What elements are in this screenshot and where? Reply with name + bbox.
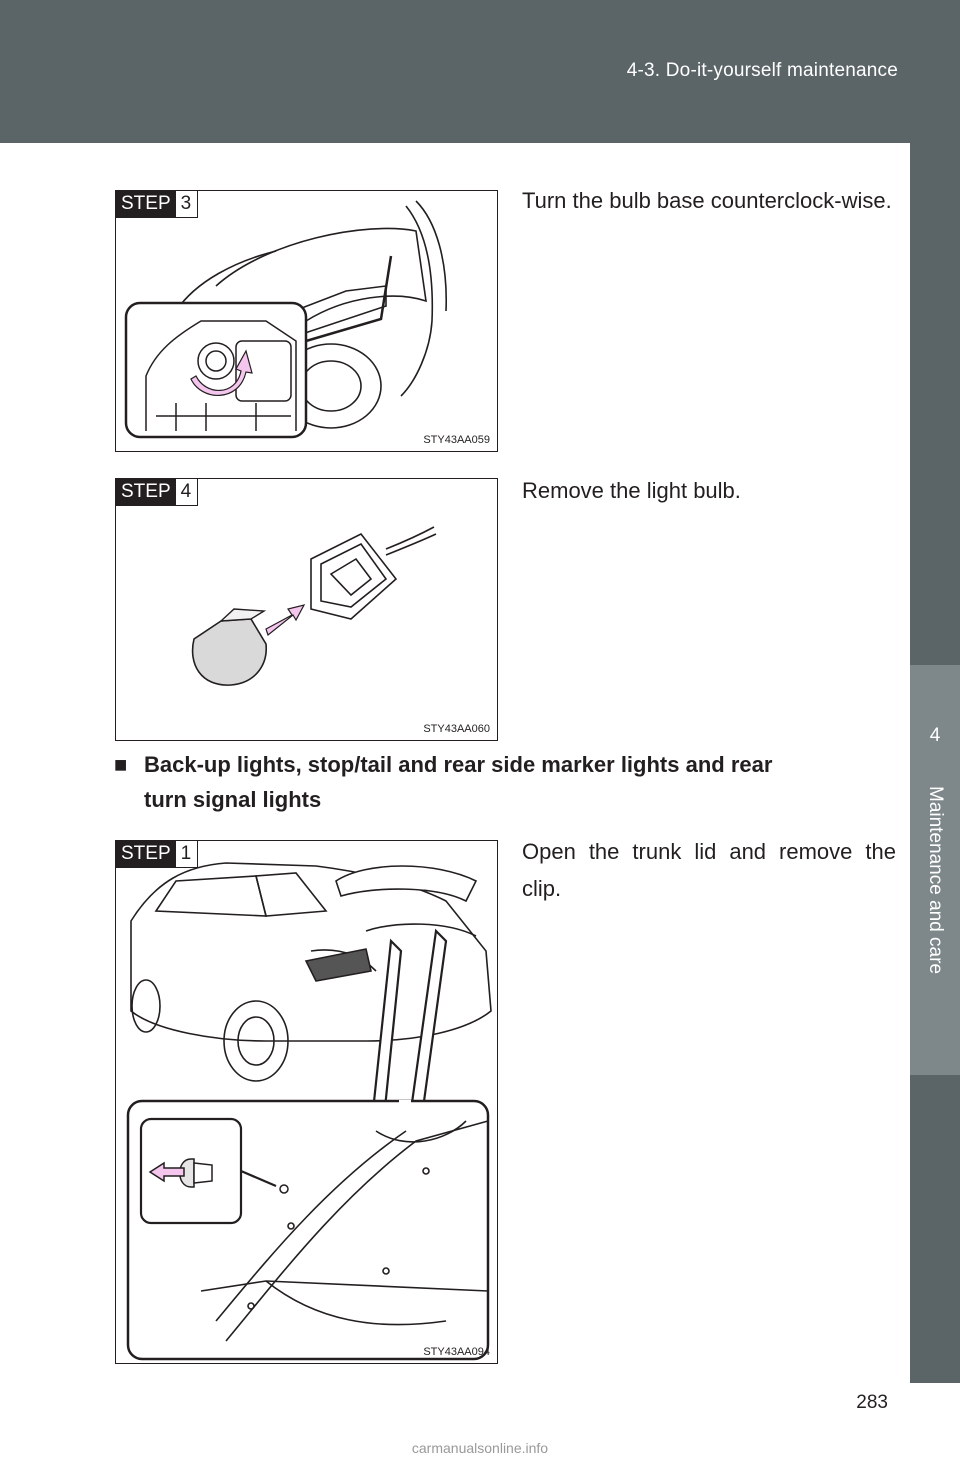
figure-code: STY43AA060 bbox=[423, 723, 490, 735]
bulb-base-illustration bbox=[124, 200, 448, 439]
step-number: 4 bbox=[175, 479, 198, 505]
page-number: 283 bbox=[856, 1392, 888, 1413]
step-4-text: Remove the light bulb. bbox=[522, 478, 741, 503]
figure-code: STY43AA059 bbox=[423, 434, 490, 446]
chapter-number: 4 bbox=[929, 725, 941, 746]
step-1-text: Open the trunk lid and remove the clip. bbox=[522, 839, 896, 901]
step-3-text: Turn the bulb base counterclock-wise. bbox=[522, 188, 892, 213]
step-label: STEP bbox=[116, 479, 176, 505]
chapter-tab-highlight bbox=[910, 665, 960, 1075]
trunk-clip-illustration bbox=[126, 862, 492, 1361]
section-marker: ■ bbox=[114, 752, 128, 777]
figure-code: STY43AA094 bbox=[423, 1346, 490, 1358]
step-label: STEP bbox=[116, 191, 176, 217]
step-label: STEP bbox=[116, 841, 176, 867]
step-number: 3 bbox=[175, 191, 198, 217]
step-number: 1 bbox=[175, 841, 198, 867]
section-heading-line1: Back-up lights, stop/tail and rear side … bbox=[144, 752, 773, 777]
chapter-title: Maintenance and care bbox=[925, 785, 946, 975]
page-header: 4-3. Do-it-yourself maintenance bbox=[0, 0, 960, 143]
section-heading: ■ Back-up lights, stop/tail and rear side… bbox=[114, 747, 896, 817]
section-title: 4-3. Do-it-yourself maintenance bbox=[626, 60, 898, 81]
light-bulb-illustration bbox=[191, 526, 437, 686]
section-heading-line2: turn signal lights bbox=[144, 787, 322, 812]
watermark: carmanualsonline.info bbox=[411, 1440, 549, 1456]
